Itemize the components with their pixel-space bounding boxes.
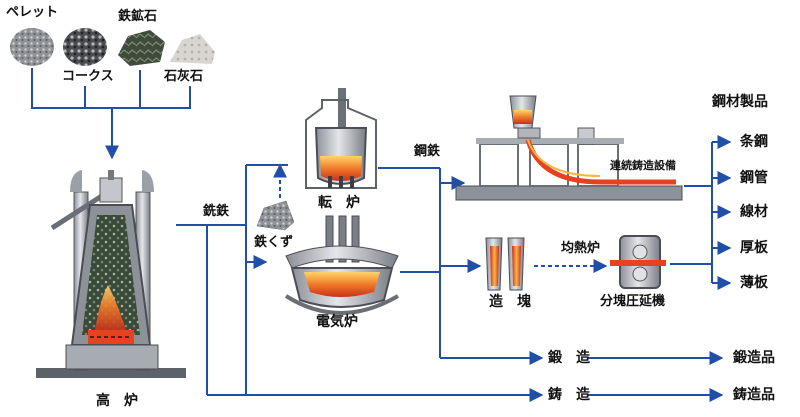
steel-lines	[378, 167, 544, 365]
ingot-molds	[485, 237, 525, 291]
electric-furnace	[284, 215, 400, 315]
iron-ore-pile	[118, 30, 165, 66]
label-product-sheet: 薄板	[740, 275, 768, 291]
raw-material-feed-lines	[31, 68, 191, 160]
label-forged-products: 鍛造品	[733, 350, 775, 366]
pig-iron-lines	[176, 164, 544, 402]
label-product-wire: 線材	[740, 204, 768, 220]
label-scrap: 鉄くず	[254, 235, 294, 250]
label-iron-ore: 鉄鉱石	[118, 9, 158, 24]
raw-materials	[10, 28, 215, 66]
label-coke: コークス	[62, 69, 114, 84]
label-pellet: ペレット	[6, 5, 59, 20]
label-continuous-casting: 連続鋳造設備	[610, 159, 676, 172]
label-product-plate: 厚板	[740, 240, 768, 256]
continuous-casting-machine	[455, 95, 683, 201]
blast-furnace	[36, 170, 186, 378]
label-forging: 鍛 造	[548, 350, 590, 366]
label-ingot-making: 造 塊	[489, 294, 531, 310]
label-limestone: 石灰石	[164, 69, 204, 84]
pellet-pile	[10, 28, 54, 66]
label-casting: 鋳 造	[548, 387, 590, 403]
label-cast-products: 鋳造品	[733, 387, 775, 403]
coke-pile	[63, 28, 107, 66]
label-electric-furnace: 電気炉	[316, 314, 358, 330]
label-products-header: 鋼材製品	[712, 94, 768, 110]
label-product-pipe: 鋼管	[740, 170, 768, 186]
blooming-mill	[610, 235, 666, 289]
scrap-pile	[256, 200, 295, 231]
limestone-pile	[170, 34, 215, 64]
label-converter: 転 炉	[318, 195, 360, 211]
product-fanout-lines	[588, 135, 732, 402]
label-product-bar: 条鋼	[740, 134, 768, 150]
label-blast-furnace: 高 炉	[96, 393, 138, 409]
converter	[305, 88, 377, 189]
label-soaking-pit: 均熱炉	[561, 241, 601, 256]
label-pig-iron: 銑鉄	[203, 204, 230, 219]
label-blooming-mill: 分塊圧延機	[600, 294, 666, 309]
label-steel: 鋼鉄	[414, 144, 441, 159]
